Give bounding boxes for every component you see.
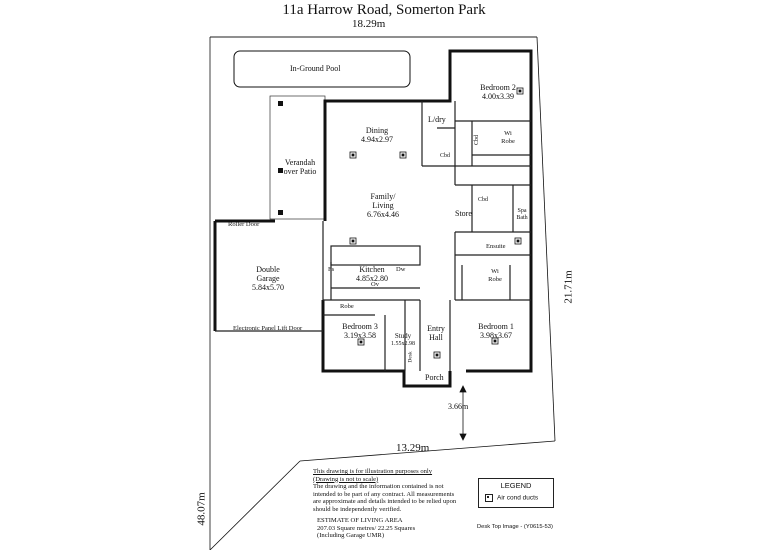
garage-label: Double Garage 5.84x5.70 [252, 265, 284, 292]
cupboard-label-ldry: Cbd [440, 153, 451, 159]
bedroom3-label: Bedroom 3 3.19x3.58 [342, 322, 378, 340]
left-depth-dimension: 48.07m [195, 492, 208, 526]
interior-walls [215, 101, 531, 371]
pool-outline [233, 50, 411, 88]
bedroom1-label: Bedroom 1 3.98x3.67 [478, 322, 514, 340]
setback-dimension: 3.66m [448, 402, 469, 411]
desk-label: Desk [407, 351, 414, 363]
aircon-ducts [349, 87, 524, 359]
bottom-width-dimension: 13.29m [396, 442, 430, 454]
dining-label: Dining 4.94x2.97 [361, 126, 393, 144]
top-width-dimension: 18.29m [352, 18, 386, 30]
walk-in-robe-label-bed1: Wi Robe [488, 268, 502, 283]
pool-label: In-Ground Pool [290, 64, 341, 73]
legend-item-label: Air cond ducts [497, 494, 539, 502]
disclaimer-body: The drawing and the information containe… [313, 483, 457, 513]
disclaimer-not-to-scale: (Drawing is not to scale) [313, 475, 379, 483]
desktop-image-reference: Desk Top Image - (Y0615-53) [477, 524, 553, 530]
dishwasher-label: Dw [396, 266, 406, 273]
robe-label: Robe [340, 303, 354, 310]
ensuite-label: Ensuite [486, 243, 506, 250]
store-label: Store [455, 209, 472, 218]
setback-arrow [459, 385, 467, 441]
verandah-posts [278, 101, 283, 215]
disclaimer-block: This drawing is for illustration purpose… [313, 468, 463, 514]
disclaimer-title: This drawing is for illustration purpose… [313, 468, 433, 475]
kitchen-label: Kitchen 4.85x2.80 [356, 265, 388, 283]
walk-in-robe-label-bed2: Wi Robe [501, 130, 515, 145]
cupboard-label-bed2: Cbd [474, 134, 481, 146]
verandah-label: Verandah over Patio [283, 158, 317, 176]
roller-door-label: Roller Door [228, 221, 260, 228]
cupboard-label-store: Cbd [478, 197, 489, 203]
study-label: Study 1.55x2.98 [391, 332, 415, 347]
exterior-walls [213, 49, 533, 388]
living-area-estimate: ESTIMATE OF LIVING AREA 207.03 Square me… [317, 517, 416, 540]
laundry-label: L/dry [428, 115, 446, 124]
porch-label: Porch [425, 373, 444, 382]
right-depth-dimension: 21.71m [562, 270, 575, 304]
legend-title: LEGEND [500, 481, 532, 490]
aircon-duct-icon [485, 494, 493, 502]
panel-lift-door-label: Electronic Panel Lift Door [233, 325, 303, 332]
spa-bath-label: Spa Bath [516, 208, 528, 221]
legend-item: Air cond ducts [485, 494, 538, 502]
boundary-lines [209, 36, 556, 550]
family-living-label: Family/ Living 6.76x4.46 [367, 192, 399, 219]
property-title: 11a Harrow Road, Somerton Park [282, 2, 486, 18]
bedroom2-label: Bedroom 2 4.00x3.39 [480, 83, 516, 101]
entry-hall-label: Entry Hall [427, 324, 445, 342]
fridge-space-label: Fs [328, 266, 335, 273]
oven-label: Ov [371, 281, 379, 288]
legend-box: LEGEND Air cond ducts [478, 478, 554, 508]
